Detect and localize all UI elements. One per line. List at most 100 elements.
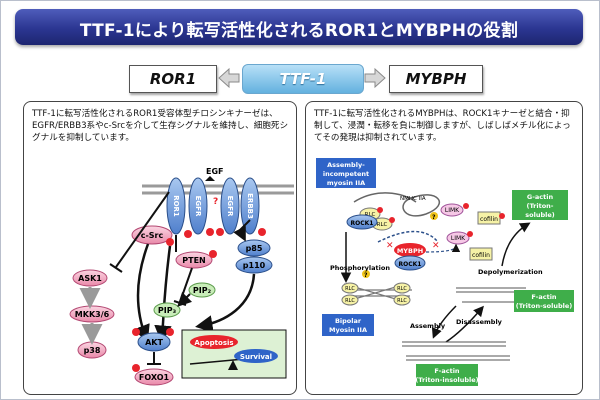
unknown-label-2: ? [432, 214, 436, 221]
erbb3-label: ERBB3 [246, 193, 254, 219]
mybph-label: MYBPH [397, 247, 423, 255]
disassembly-label: Disassembly [456, 318, 503, 326]
inhibit-x-right: ✕ [432, 241, 440, 251]
rlc-label-6: RLC [397, 298, 407, 304]
ror1-gene-box: ROR1 [129, 65, 217, 93]
mkk-label: MKK3/6 [75, 310, 110, 319]
mybph-description: TTF-1に転写活性化されるMYBPHは、ROCK1キナーゼと結合・抑制して、浸… [314, 109, 571, 143]
ttf1-box: TTF-1 [242, 64, 364, 94]
egfr-receptor: EGFR [188, 177, 208, 235]
csrc-akt-arrow-2 [154, 245, 172, 343]
pten-phospho [209, 250, 217, 258]
ror1-label: ROR1 [172, 195, 180, 217]
erbb3-receptor: ERBB3 [240, 177, 260, 235]
stress-fibers [402, 341, 510, 361]
cofilin-box-2 [469, 247, 493, 261]
foxo1-node [134, 368, 174, 386]
apoptosis-label: Apoptosis [194, 339, 233, 347]
bipolar-line1: Bipolar [335, 317, 362, 325]
rlc-node-4 [393, 282, 411, 294]
p110-label: p110 [243, 261, 266, 270]
myosin-fold [402, 194, 441, 217]
bipolar-myosin-box [322, 314, 374, 336]
pip2-label: PIP₂ [193, 286, 212, 295]
g-actin-line3: soluble) [525, 211, 554, 219]
rock1-label-center: ROCK1 [399, 261, 422, 268]
pip3-node [153, 302, 181, 318]
unknown-label-1: ? [364, 272, 368, 279]
limk-label-1: LIMK [445, 207, 460, 214]
egfr-label: EGFR [194, 196, 202, 217]
rlc-label-1: RLC [365, 212, 376, 218]
limk-node-1 [440, 203, 464, 217]
ror1-receptor: ROR1 [166, 177, 186, 235]
assembly-label: Assembly [410, 322, 446, 330]
cofilin-label-1: cofilin [480, 216, 498, 223]
csrc-label: c-Src [141, 231, 164, 240]
pip3-label: PIP₃ [158, 306, 177, 315]
g-actin-line1: G-actin [527, 193, 554, 201]
inhibit-x-left: ✕ [386, 241, 394, 251]
right-arrow-icon [364, 67, 386, 89]
ror1-description: TTF-1に転写活性化されるROR1受容体型チロシンキナーゼは、EGFR/ERB… [32, 109, 289, 143]
f-actin-insoluble-box [416, 364, 478, 386]
g-actin-line2: (Triton- [526, 202, 553, 210]
assembly-incompetent-line1: Assembly- [327, 161, 365, 169]
akt-node [137, 332, 171, 352]
mybph-pathway-diagram: Assembly- incompetent myosin IIA NMHC II… [316, 158, 574, 386]
erbb3-p85-arrow [233, 219, 251, 242]
title-bar: TTF-1により転写活性化されるROR1とMYBPHの役割 [15, 9, 583, 45]
akt-label: AKT [145, 338, 163, 347]
assembly-incompetent-line2: incompetent [323, 170, 369, 178]
pip2-node [188, 282, 216, 298]
rock1-mybph-link [377, 230, 439, 243]
pip2-pip3-arrow [177, 291, 193, 307]
question-mark: ? [213, 197, 218, 207]
rlc-label-4: RLC [397, 286, 407, 292]
mybph-gene-box: MYBPH [389, 65, 483, 93]
slide-title: TTF-1により転写活性化されるROR1とMYBPHの役割 [79, 21, 519, 41]
limk-label-2: LIMK [451, 235, 466, 242]
rlc-label-2: RLC [377, 222, 388, 228]
bipolar-line2: Myosin IIA [329, 326, 367, 334]
pten-node [175, 251, 213, 269]
p110-node [235, 256, 273, 274]
egf-ligand-icon [205, 176, 215, 181]
mybph-node [394, 243, 426, 257]
pten-label: PTEN [182, 256, 205, 265]
p38-label: p38 [84, 346, 101, 355]
right-phospho-dots [377, 203, 505, 237]
rlc-label-5: RLC [345, 298, 355, 304]
akt-phospho-1 [132, 328, 140, 336]
f-actin-insoluble-line1: F-actin [434, 367, 460, 375]
f-actin-insoluble-line2: (Triton-insoluble) [415, 376, 478, 384]
egf-label: EGF [206, 167, 224, 176]
cofilin-label-2: cofilin [472, 252, 490, 259]
rlc-node-5 [341, 294, 359, 306]
disassembly-arrow [445, 305, 484, 343]
g-actin-box [512, 190, 568, 220]
p85-node [237, 239, 271, 257]
assembly-incompetent-line3: myosin IIA [327, 179, 365, 187]
depolymerization-label: Depolymerization [478, 268, 543, 276]
egfr2-label: EGFR [226, 196, 234, 217]
survival-label: Survival [240, 353, 272, 361]
foxo1-label: FOXO1 [139, 373, 170, 382]
rock1-label-top: ROCK1 [351, 220, 374, 227]
assembly-incompetent-box [316, 158, 376, 188]
rlc-label-3: RLC [345, 286, 355, 292]
apoptosis-node [190, 335, 238, 349]
depolymerization-arrow [501, 222, 531, 267]
akt-phospho-2 [166, 328, 174, 336]
ask1-label: ASK1 [78, 274, 102, 283]
rlc-node-6 [393, 294, 411, 306]
f-actin-soluble-line2: (Triton-soluble) [516, 302, 573, 310]
survival-node [234, 349, 278, 363]
csrc-akt-arrow [133, 243, 150, 343]
egfr2-receptor: EGFR [220, 177, 240, 235]
rock1-node-center [394, 255, 426, 271]
ror1-pathway-diagram: EGF ROR1 EGFR EGFR ERBB3 ? [69, 167, 294, 386]
ask1-node [72, 269, 108, 287]
assembly-arrow [431, 305, 457, 339]
